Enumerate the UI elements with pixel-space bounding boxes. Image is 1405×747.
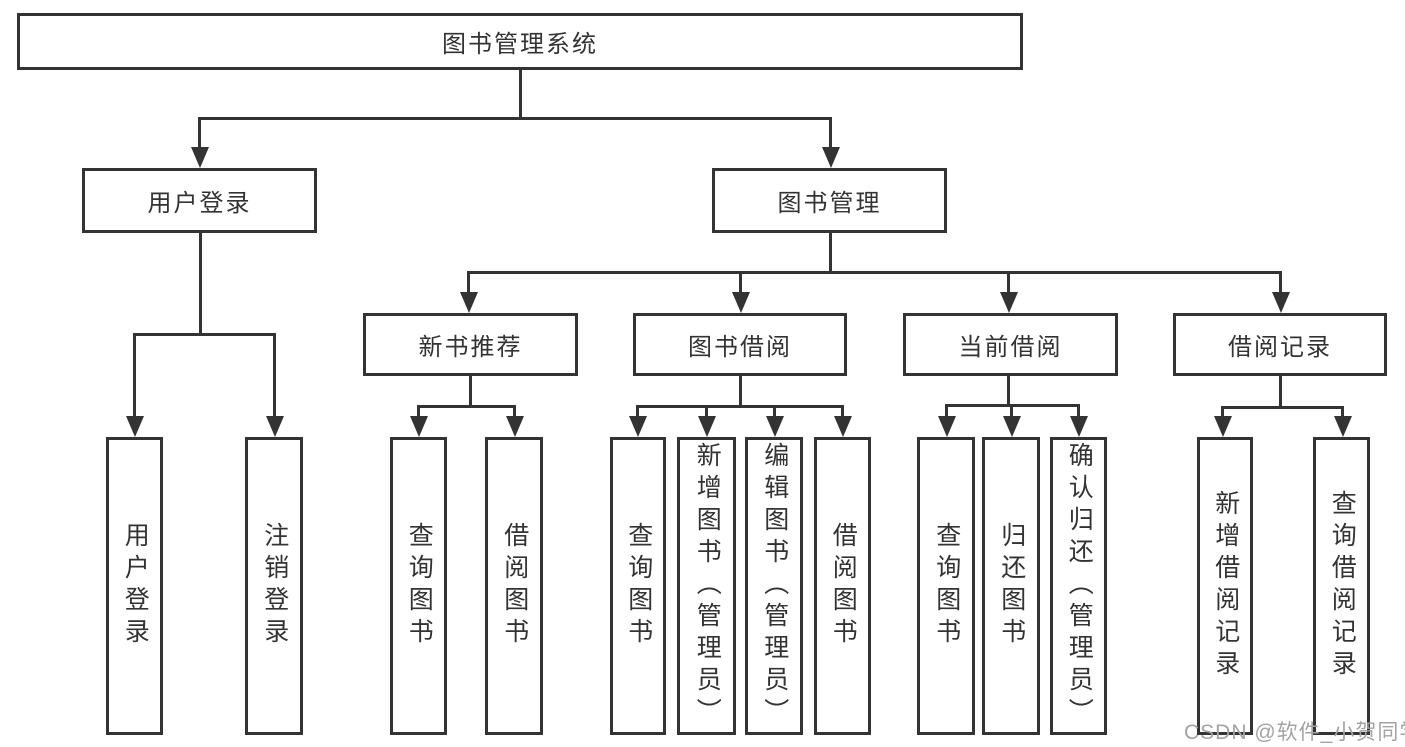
connector-current-borrowing-stem — [1007, 374, 1010, 406]
arrow-down-icon — [1077, 404, 1080, 416]
leaf-borrow-books: 借阅图书 — [814, 437, 871, 735]
leaf-edit-book-admin: 编辑图书（管理员） — [745, 437, 803, 735]
leaf-add-book-admin: 新增图书（管理员） — [677, 437, 736, 735]
leaf-add-borrow-record-label: 新增借阅记录 — [1211, 490, 1240, 682]
connector-book-borrowing-stem — [739, 374, 742, 407]
node-new-book-recommend: 新书推荐 — [363, 313, 578, 376]
leaf-query-books-current-label: 查询图书 — [932, 522, 961, 650]
arrow-down-icon — [1279, 271, 1282, 292]
arrow-down-icon — [417, 405, 420, 416]
connector-root-stem — [519, 69, 522, 119]
leaf-borrow-books-recommend-label: 借阅图书 — [500, 522, 529, 650]
connector-book-management-stem — [829, 231, 832, 273]
arrow-down-icon — [467, 271, 470, 292]
leaf-add-book-admin-label: 新增图书（管理员） — [693, 442, 722, 730]
arrow-down-icon — [636, 405, 639, 416]
node-borrow-records: 借阅记录 — [1173, 313, 1387, 376]
arrow-down-icon — [1221, 406, 1224, 416]
arrow-down-icon — [841, 405, 844, 416]
arrow-down-icon — [739, 271, 742, 292]
arrow-down-icon — [773, 405, 776, 416]
arrow-down-icon — [273, 333, 276, 416]
arrow-down-icon — [705, 405, 708, 416]
node-book-management: 图书管理 — [712, 168, 947, 233]
connector-user-login-stem — [199, 231, 202, 335]
node-user-login: 用户登录 — [82, 168, 317, 233]
csdn-watermark: CSDN @软件_小贺同学 — [1184, 721, 1405, 744]
arrow-down-icon — [1010, 404, 1013, 416]
leaf-logout-label: 注销登录 — [260, 522, 289, 650]
connector-user-login-rail — [133, 333, 276, 336]
leaf-return-books-label: 归还图书 — [997, 522, 1026, 650]
leaf-query-books-recommend-label: 查询图书 — [405, 522, 434, 650]
arrow-down-icon — [513, 405, 516, 416]
leaf-confirm-return-admin-label: 确认归还（管理员） — [1065, 442, 1094, 730]
connector-new-book-stem — [469, 374, 472, 407]
leaf-user-login-label: 用户登录 — [121, 522, 150, 650]
leaf-user-login: 用户登录 — [106, 437, 163, 735]
connector-root-rail — [198, 117, 832, 120]
leaf-query-borrow-record-label: 查询借阅记录 — [1328, 490, 1357, 682]
arrow-down-icon — [198, 117, 201, 147]
node-current-borrowing: 当前借阅 — [903, 313, 1118, 376]
arrow-down-icon — [945, 404, 948, 416]
leaf-add-borrow-record: 新增借阅记录 — [1197, 437, 1253, 735]
connector-book-management-rail — [467, 271, 1282, 274]
arrow-down-icon — [829, 117, 832, 147]
node-library-management-system: 图书管理系统 — [17, 13, 1023, 70]
leaf-edit-book-admin-label: 编辑图书（管理员） — [760, 442, 789, 730]
connector-borrow-records-rail — [1221, 406, 1344, 409]
leaf-query-books-borrowing-label: 查询图书 — [624, 522, 653, 650]
leaf-query-books-borrowing: 查询图书 — [610, 437, 666, 735]
node-book-borrowing: 图书借阅 — [633, 313, 847, 376]
leaf-query-borrow-record: 查询借阅记录 — [1313, 437, 1370, 735]
leaf-query-books-current: 查询图书 — [917, 437, 975, 735]
leaf-borrow-books-recommend: 借阅图书 — [485, 437, 543, 735]
leaf-confirm-return-admin: 确认归还（管理员） — [1050, 437, 1107, 735]
arrow-down-icon — [1007, 271, 1010, 292]
leaf-logout: 注销登录 — [245, 437, 303, 735]
connector-borrow-records-stem — [1279, 374, 1282, 408]
leaf-query-books-recommend: 查询图书 — [390, 437, 447, 735]
connector-new-book-rail — [417, 405, 516, 408]
leaf-borrow-books-label: 借阅图书 — [829, 522, 858, 650]
leaf-return-books: 归还图书 — [982, 437, 1040, 735]
arrow-down-icon — [133, 333, 136, 416]
connector-book-borrowing-rail — [636, 405, 844, 408]
arrow-down-icon — [1341, 406, 1344, 416]
